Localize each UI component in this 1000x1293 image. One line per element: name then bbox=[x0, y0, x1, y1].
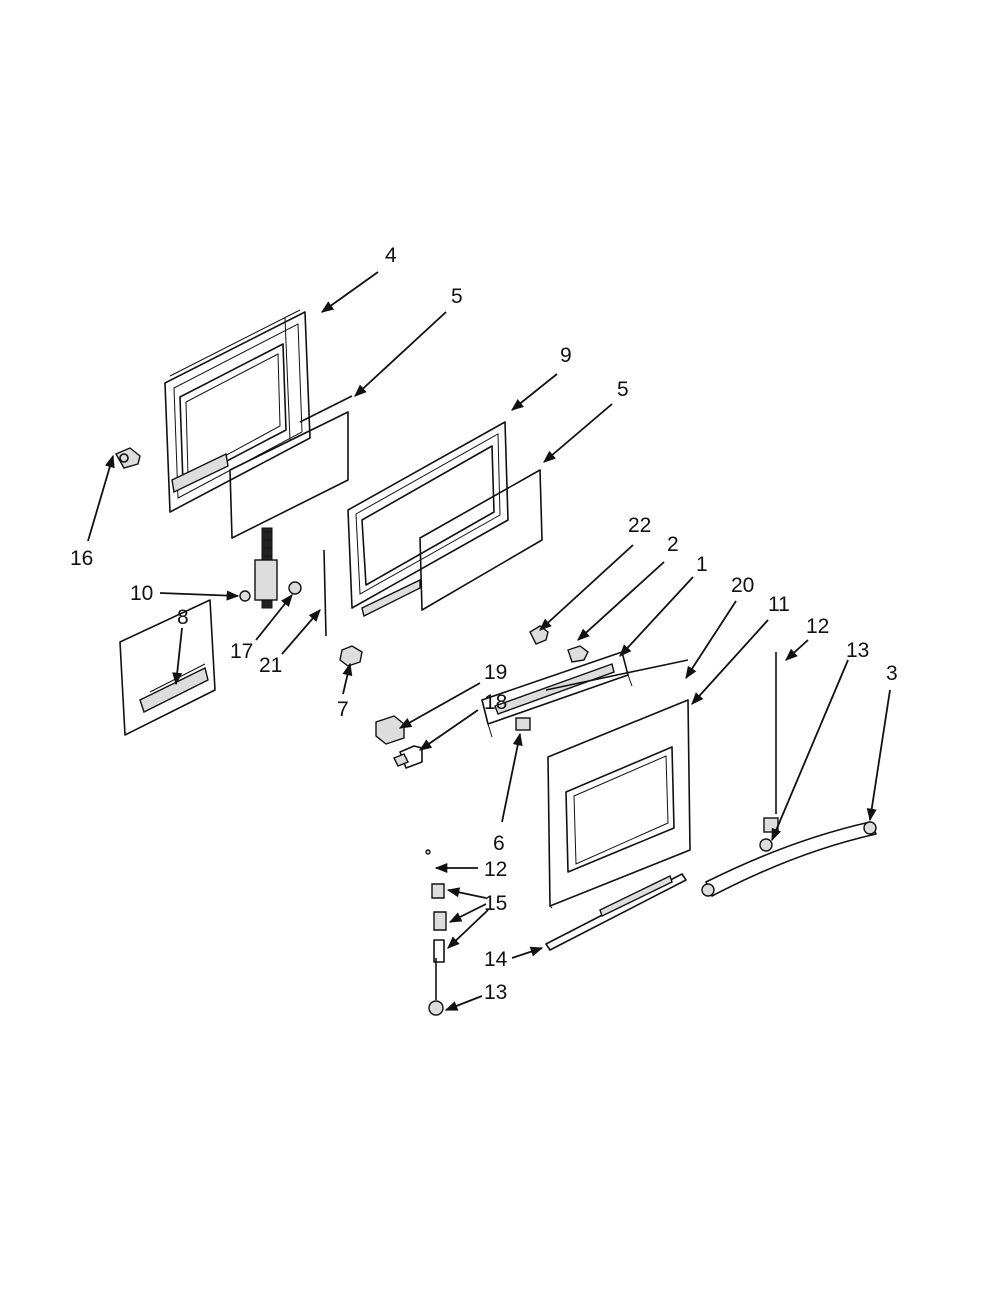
part-hinge bbox=[239, 527, 302, 609]
callout-12: 12 bbox=[484, 858, 507, 881]
callout-3: 3 bbox=[886, 662, 898, 685]
callout-9: 9 bbox=[560, 344, 572, 367]
callout-14: 14 bbox=[484, 948, 508, 971]
callout-17: 17 bbox=[230, 640, 253, 663]
part-clip-19 bbox=[375, 715, 405, 745]
callout-21: 21 bbox=[259, 654, 282, 677]
part-door-rod bbox=[323, 549, 363, 667]
callout-5: 5 bbox=[617, 378, 629, 401]
callout-19: 19 bbox=[484, 661, 507, 684]
callout-8: 8 bbox=[177, 606, 189, 629]
part-glass-frame bbox=[347, 421, 509, 618]
part-side-panel bbox=[119, 599, 216, 736]
callout-4: 4 bbox=[385, 244, 397, 267]
callout-13: 13 bbox=[484, 981, 507, 1004]
callout-13: 13 bbox=[846, 639, 869, 662]
callout-2: 2 bbox=[667, 533, 679, 556]
leader-lines bbox=[87, 271, 891, 1011]
part-block-6 bbox=[515, 717, 531, 731]
callout-10: 10 bbox=[130, 582, 153, 605]
callout-18: 18 bbox=[484, 691, 507, 714]
part-glass-lower bbox=[419, 469, 543, 611]
callout-labels: 4 5 9 5 16 22 2 1 20 11 12 13 3 10 8 17 … bbox=[70, 244, 898, 1004]
part-handle bbox=[701, 821, 877, 897]
callout-15: 15 bbox=[484, 892, 507, 915]
callout-1: 1 bbox=[696, 553, 708, 576]
callout-16: 16 bbox=[70, 547, 93, 570]
part-bracket-18 bbox=[393, 745, 423, 769]
callout-5: 5 bbox=[451, 285, 463, 308]
part-handle-mount-left bbox=[425, 849, 447, 1016]
part-bottom-trim bbox=[545, 873, 687, 951]
callout-11: 11 bbox=[768, 593, 790, 616]
callout-20: 20 bbox=[731, 574, 754, 597]
part-screw-22 bbox=[529, 625, 549, 645]
part-screw-2 bbox=[567, 645, 589, 663]
callout-22: 22 bbox=[628, 514, 651, 537]
callout-6: 6 bbox=[493, 832, 505, 855]
part-inner-door-liner bbox=[164, 309, 311, 513]
callout-12: 12 bbox=[806, 615, 829, 638]
part-outer-door bbox=[545, 659, 691, 909]
part-hinge-receiver bbox=[115, 447, 141, 469]
callout-7: 7 bbox=[337, 698, 349, 721]
part-handle-screw-right bbox=[759, 652, 779, 852]
part-glass-upper bbox=[229, 395, 353, 539]
